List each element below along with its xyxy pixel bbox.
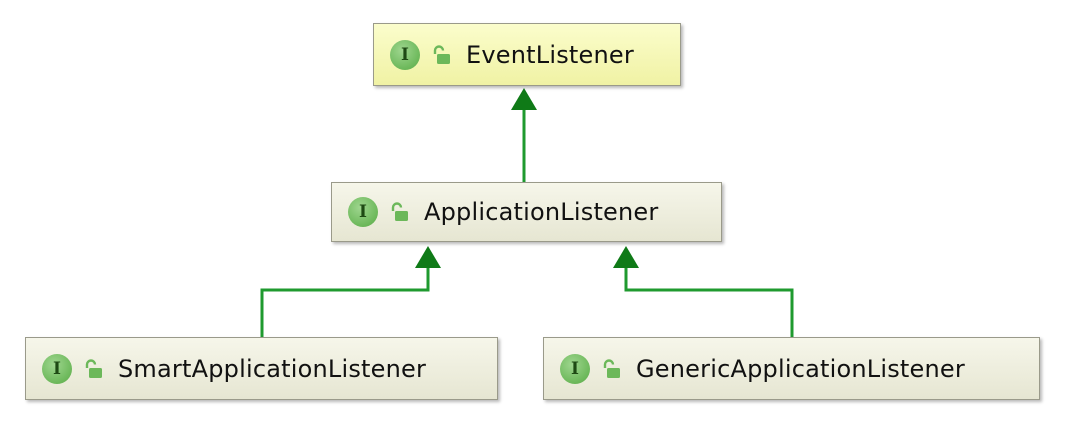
edge-application-to-event-arrowhead — [511, 88, 537, 110]
edge-smart-to-application — [260, 266, 430, 337]
node-label: ApplicationListener — [424, 198, 659, 226]
interface-badge-icon: I — [42, 353, 72, 384]
edge-smart-to-application-arrowhead — [415, 246, 441, 268]
node-generic-application-listener[interactable]: I GenericApplicationListener — [543, 337, 1040, 400]
unlocked-padlock-icon — [603, 358, 620, 378]
node-label: GenericApplicationListener — [636, 354, 965, 383]
unlocked-padlock-icon — [433, 44, 450, 64]
interface-badge-icon: I — [560, 353, 590, 384]
edge-generic-to-application — [624, 266, 794, 337]
node-label: SmartApplicationListener — [118, 354, 427, 383]
node-smart-application-listener[interactable]: I SmartApplicationListener — [25, 337, 498, 400]
node-event-listener[interactable]: I EventListener — [373, 23, 681, 86]
node-application-listener[interactable]: I ApplicationListener — [331, 182, 722, 242]
unlocked-padlock-icon — [391, 202, 408, 221]
edge-generic-to-application-arrowhead — [613, 246, 639, 268]
unlocked-padlock-icon — [85, 358, 102, 378]
interface-badge-icon: I — [348, 197, 378, 227]
node-label: EventListener — [466, 40, 634, 69]
interface-badge-icon: I — [390, 39, 420, 70]
